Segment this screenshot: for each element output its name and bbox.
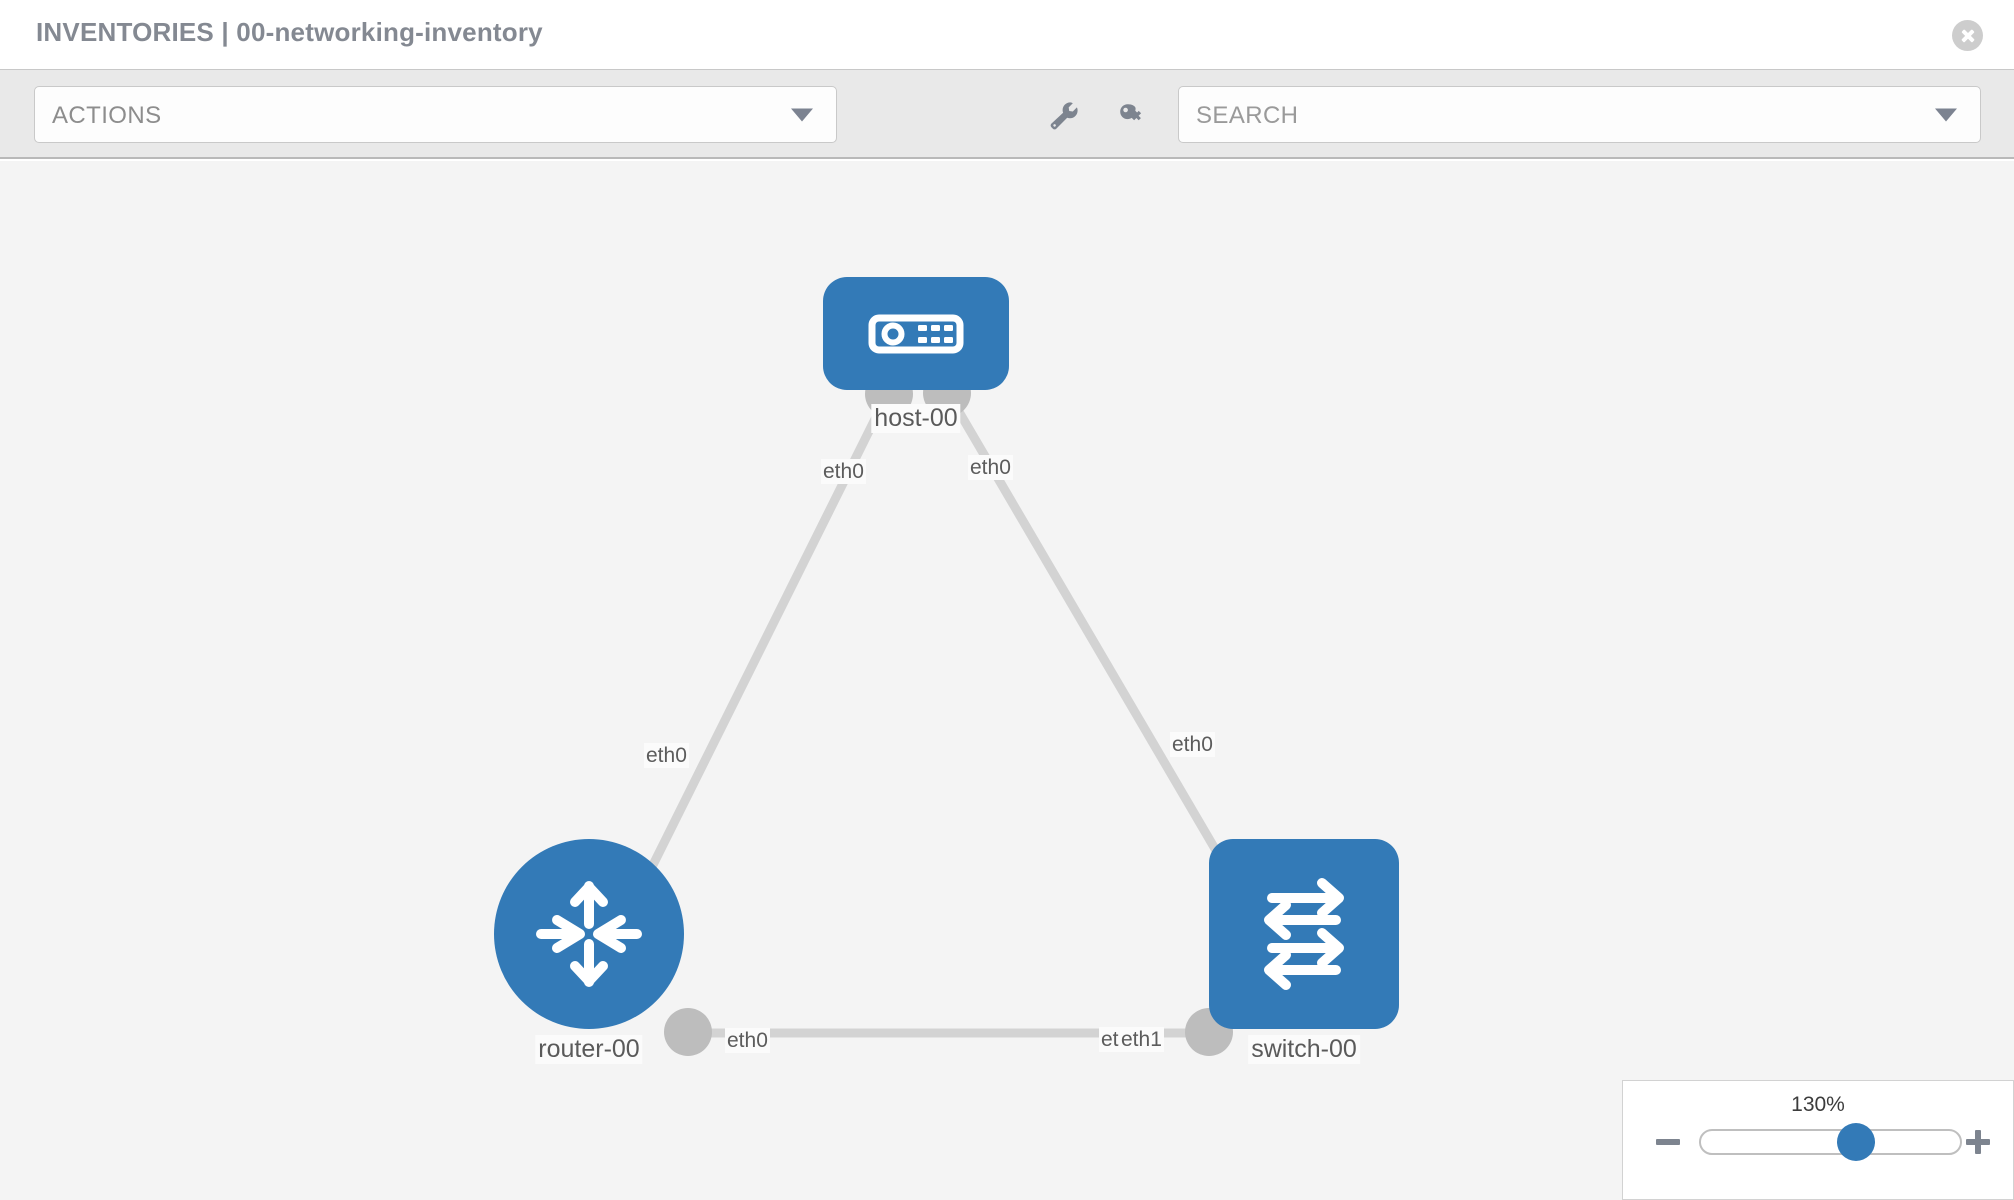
iface-label-switch-up: eth0 xyxy=(1170,732,1215,758)
node-host-00[interactable]: host-00 xyxy=(823,277,1009,433)
topology-canvas[interactable]: host-00 xyxy=(0,161,2014,1200)
iface-label-host-right: eth0 xyxy=(968,455,1013,481)
minus-icon[interactable] xyxy=(1655,1129,1681,1155)
iface-label-host-left: eth0 xyxy=(821,459,866,485)
search-input[interactable]: SEARCH xyxy=(1178,86,1981,143)
actions-dropdown[interactable]: ACTIONS xyxy=(34,86,837,143)
close-icon[interactable] xyxy=(1952,20,1983,51)
switch-arrows-icon xyxy=(1264,878,1344,990)
wrench-icon[interactable] xyxy=(1047,100,1081,132)
actions-dropdown-label: ACTIONS xyxy=(52,102,162,129)
node-host-00-shape[interactable] xyxy=(823,277,1009,390)
node-host-00-label: host-00 xyxy=(871,404,961,433)
zoom-slider-thumb[interactable] xyxy=(1837,1123,1876,1161)
node-switch-00-label: switch-00 xyxy=(1248,1035,1360,1064)
toolbar: ACTIONS SEARCH xyxy=(0,69,2014,159)
node-switch-00-shape[interactable] xyxy=(1209,839,1399,1029)
router-arrows-icon xyxy=(536,881,642,987)
iface-label-switch-left-b: eth1 xyxy=(1119,1027,1164,1053)
node-router-00[interactable]: router-00 xyxy=(494,839,684,1064)
page-title: INVENTORIES | 00-networking-inventory xyxy=(36,17,543,47)
node-router-00-shape[interactable] xyxy=(494,839,684,1029)
iface-label-router-up: eth0 xyxy=(644,743,689,769)
search-placeholder: SEARCH xyxy=(1196,102,1299,129)
node-switch-00[interactable]: switch-00 xyxy=(1209,839,1399,1064)
zoom-slider[interactable] xyxy=(1699,1123,1962,1161)
page-header: INVENTORIES | 00-networking-inventory xyxy=(0,0,2014,69)
port-dot xyxy=(664,1008,712,1056)
node-router-00-label: router-00 xyxy=(535,1035,643,1064)
chevron-down-icon xyxy=(791,108,813,121)
iface-label-router-right: eth0 xyxy=(725,1028,770,1054)
zoom-level-value: 130% xyxy=(1791,1093,1845,1116)
key-icon[interactable] xyxy=(1115,100,1149,132)
chevron-down-icon[interactable] xyxy=(1935,108,1957,121)
zoom-control-panel: 130% xyxy=(1622,1080,2014,1200)
link-port-dots xyxy=(664,369,1259,1056)
server-icon xyxy=(868,314,964,353)
plus-icon[interactable] xyxy=(1965,1129,1991,1155)
